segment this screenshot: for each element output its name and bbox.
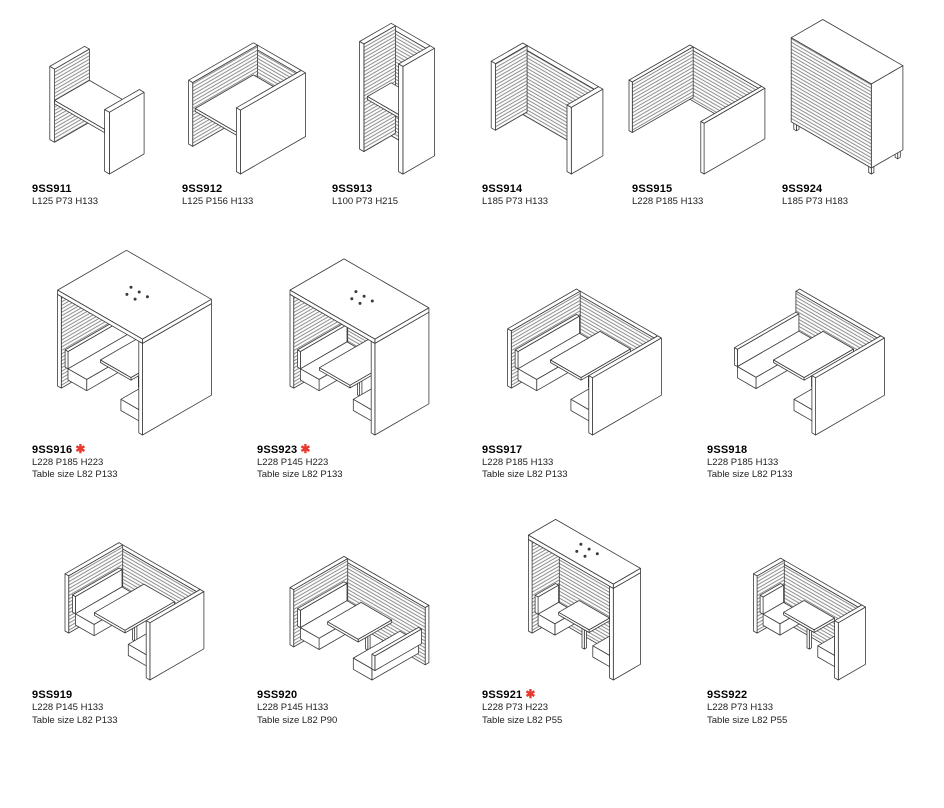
product-caption: 9SS918 L228 P185 H133 Table size L82 P13… (697, 444, 922, 482)
product-card-9ss911: 9SS911 L125 P73 H133 (22, 16, 172, 209)
product-caption: 9SS911 L125 P73 H133 (22, 183, 172, 209)
drawing-9ss915 (628, 44, 766, 175)
product-caption: 9SS923 ✱ L228 P145 H223 Table size L82 P… (247, 441, 472, 482)
product-code: 9SS912 (182, 183, 223, 195)
product-caption: 9SS917 L228 P185 H133 Table size L82 P13… (472, 444, 697, 482)
product-dimensions: L228 P185 H133 (707, 456, 779, 468)
product-dimensions: L185 P73 H183 (782, 196, 849, 208)
drawing-9ss919 (64, 542, 205, 681)
product-code: 9SS920 (257, 688, 298, 701)
product-dimensions: L228 P185 H133 (482, 456, 554, 468)
product-row-3: 9SS919 L228 P145 H133 Table size L82 P13… (22, 512, 922, 727)
product-dimensions: L228 P185 H223 (32, 456, 104, 468)
drawing-9ss922 (752, 557, 866, 681)
product-caption: 9SS914 L185 P73 H133 (472, 183, 622, 209)
product-caption: 9SS913 L100 P73 H215 (322, 183, 472, 209)
product-code: 9SS919 (32, 688, 73, 701)
product-dimensions: L228 P185 H133 (632, 196, 704, 208)
product-dimensions: L228 P73 H223 (482, 702, 549, 714)
drawing-9ss913 (359, 22, 435, 175)
product-card-9ss919: 9SS919 L228 P145 H133 Table size L82 P13… (22, 512, 247, 727)
product-code: 9SS913 (332, 183, 373, 195)
drawing-9ss914 (490, 42, 604, 175)
product-caption: 9SS919 L228 P145 H133 Table size L82 P13… (22, 689, 247, 727)
product-code: 9SS918 (707, 443, 748, 456)
product-dimensions: L100 P73 H215 (332, 196, 399, 208)
table-size: Table size L82 P133 (707, 469, 793, 481)
product-card-9ss922: 9SS922 L228 P73 H133 Table size L82 P55 (697, 512, 922, 727)
table-size: Table size L82 P133 (32, 469, 118, 481)
product-dimensions: L125 P73 H133 (32, 196, 99, 208)
product-caption: 9SS920 L228 P145 H133 Table size L82 P90 (247, 689, 472, 727)
product-card-9ss921: 9SS921 ✱ L228 P73 H223 Table size L82 P5… (472, 512, 697, 727)
featured-asterisk: ✱ (525, 686, 536, 701)
product-code: 9SS915 (632, 183, 673, 195)
drawing-9ss920 (289, 555, 430, 681)
table-size: Table size L82 P133 (257, 469, 343, 481)
product-code: 9SS921 (482, 688, 523, 701)
table-size: Table size L82 P133 (482, 469, 568, 481)
product-caption: 9SS924 L185 P73 H183 (772, 183, 922, 209)
product-code: 9SS923 (257, 443, 298, 456)
product-caption: 9SS922 L228 P73 H133 Table size L82 P55 (697, 689, 922, 727)
table-size: Table size L82 P55 (707, 714, 788, 726)
product-code: 9SS922 (707, 688, 748, 701)
product-code: 9SS916 (32, 443, 73, 456)
drawing-9ss924 (790, 19, 904, 175)
product-dimensions: L185 P73 H133 (482, 196, 549, 208)
product-caption: 9SS921 ✱ L228 P73 H223 Table size L82 P5… (472, 686, 697, 727)
product-card-9ss920: 9SS920 L228 P145 H133 Table size L82 P90 (247, 512, 472, 727)
product-dimensions: L125 P156 H133 (182, 196, 254, 208)
product-caption: 9SS912 L125 P156 H133 (172, 183, 322, 209)
drawing-9ss921 (527, 518, 641, 681)
product-code: 9SS911 (32, 183, 72, 195)
featured-asterisk: ✱ (75, 441, 86, 456)
product-code: 9SS914 (482, 183, 523, 195)
product-card-9ss912: 9SS912 L125 P156 H133 (172, 16, 322, 209)
product-row-2: 9SS916 ✱ L228 P185 H223 Table size L82 P… (22, 247, 922, 482)
product-card-9ss916: 9SS916 ✱ L228 P185 H223 Table size L82 P… (22, 247, 247, 482)
drawing-9ss912 (188, 42, 306, 175)
product-dimensions: L228 P145 H133 (32, 702, 104, 714)
drawing-9ss923 (289, 258, 430, 436)
table-size: Table size L82 P133 (32, 714, 118, 726)
product-card-9ss913: 9SS913 L100 P73 H215 (322, 16, 472, 209)
product-card-9ss914: 9SS914 L185 P73 H133 (472, 16, 622, 209)
table-size: Table size L82 P55 (482, 714, 563, 726)
product-code: 9SS917 (482, 443, 523, 456)
product-dimensions: L228 P73 H133 (707, 702, 774, 714)
product-card-9ss918: 9SS918 L228 P185 H133 Table size L82 P13… (697, 247, 922, 482)
product-caption: 9SS915 L228 P185 H133 (622, 183, 772, 209)
product-row-1: 9SS911 L125 P73 H133 9SS912 L125 P156 H1… (22, 16, 922, 209)
product-card-9ss917: 9SS917 L228 P185 H133 Table size L82 P13… (472, 247, 697, 482)
product-card-9ss924: 9SS924 L185 P73 H183 (772, 16, 922, 209)
product-card-9ss923: 9SS923 ✱ L228 P145 H223 Table size L82 P… (247, 247, 472, 482)
product-dimensions: L228 P145 H223 (257, 456, 329, 468)
product-code: 9SS924 (782, 183, 823, 195)
drawing-9ss916 (57, 249, 212, 436)
drawing-9ss917 (507, 288, 662, 436)
product-caption: 9SS916 ✱ L228 P185 H223 Table size L82 P… (22, 441, 247, 482)
drawing-9ss911 (49, 45, 145, 175)
drawing-9ss918 (734, 288, 885, 436)
featured-asterisk: ✱ (300, 441, 311, 456)
product-card-9ss915: 9SS915 L228 P185 H133 (622, 16, 772, 209)
table-size: Table size L82 P90 (257, 714, 338, 726)
product-dimensions: L228 P145 H133 (257, 702, 329, 714)
